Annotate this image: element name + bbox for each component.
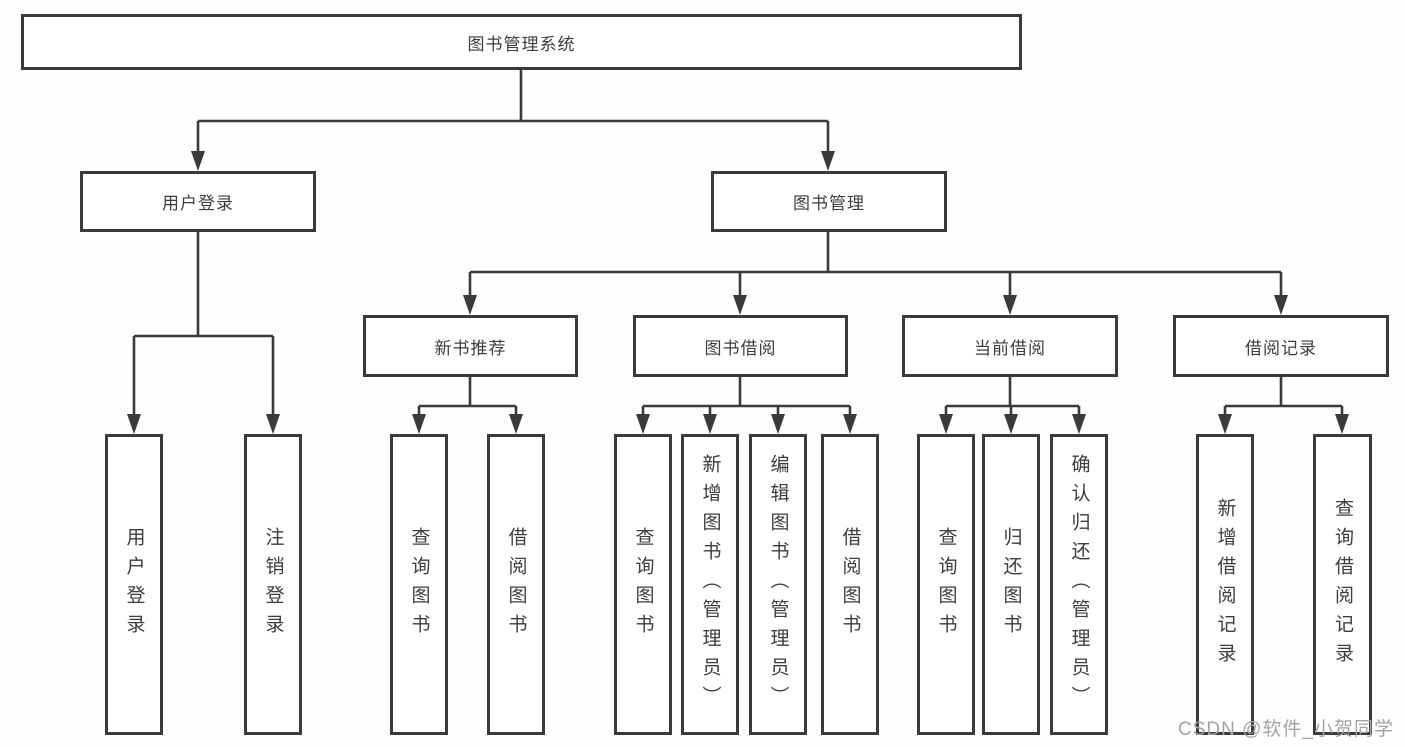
node-user-login-label: 用户登录 xyxy=(162,194,234,213)
node-cb-search-books-label: 查询图书 xyxy=(935,526,957,643)
arrow-down-icon xyxy=(843,414,857,434)
node-nbr-borrow-books: 借阅图书 xyxy=(487,434,545,735)
node-nbr-search-books-label: 查询图书 xyxy=(408,526,430,643)
node-root: 图书管理系统 xyxy=(21,14,1022,70)
node-current-borrowing: 当前借阅 xyxy=(902,315,1118,377)
node-book-management: 图书管理 xyxy=(711,171,947,232)
node-borrowing-records-label: 借阅记录 xyxy=(1245,338,1317,358)
arrow-down-icon xyxy=(191,151,205,171)
arrow-down-icon xyxy=(703,414,717,434)
node-nbr-search-books: 查询图书 xyxy=(390,434,448,735)
node-bb-edit-books-label: 编辑图书（管理员） xyxy=(767,454,789,715)
node-new-book-recommendation: 新书推荐 xyxy=(363,315,578,377)
arrow-down-icon xyxy=(733,295,747,315)
csdn-watermark: CSDN @软件_小贺同学 xyxy=(1178,719,1394,740)
node-new-book-recommendation-label: 新书推荐 xyxy=(434,338,507,358)
node-bb-add-books-label: 新增图书（管理员） xyxy=(699,454,721,715)
node-bb-add-books: 新增图书（管理员） xyxy=(681,434,739,735)
node-br-search-record-label: 查询借阅记录 xyxy=(1332,497,1353,672)
node-nbr-borrow-books-label: 借阅图书 xyxy=(505,526,527,643)
node-book-management-label: 图书管理 xyxy=(793,194,865,213)
arrow-down-icon xyxy=(939,414,953,434)
node-bb-search-books-label: 查询图书 xyxy=(632,526,654,643)
arrow-down-icon xyxy=(821,151,835,171)
arrow-down-icon xyxy=(266,414,280,434)
arrow-down-icon xyxy=(127,414,141,434)
node-user-login: 用户登录 xyxy=(80,171,316,232)
node-bb-borrow-books: 借阅图书 xyxy=(821,434,879,735)
node-logout-label: 注销登录 xyxy=(262,526,284,643)
node-current-borrowing-label: 当前借阅 xyxy=(974,338,1046,358)
arrow-down-icon xyxy=(1274,295,1288,315)
node-borrowing-records: 借阅记录 xyxy=(1173,315,1389,377)
arrow-down-icon xyxy=(1072,414,1086,434)
node-root-label: 图书管理系统 xyxy=(467,34,576,54)
arrow-down-icon xyxy=(771,414,785,434)
node-br-add-record: 新增借阅记录 xyxy=(1196,434,1254,735)
arrow-down-icon xyxy=(463,295,477,315)
node-br-add-record-label: 新增借阅记录 xyxy=(1214,497,1236,672)
node-book-borrowing: 图书借阅 xyxy=(633,315,848,377)
node-bb-borrow-books-label: 借阅图书 xyxy=(839,526,861,643)
arrow-down-icon xyxy=(509,414,523,434)
node-login: 用户登录 xyxy=(105,434,163,735)
arrow-down-icon xyxy=(1335,414,1349,434)
arrow-down-icon xyxy=(1004,414,1018,434)
node-book-borrowing-label: 图书借阅 xyxy=(704,338,777,358)
node-bb-edit-books: 编辑图书（管理员） xyxy=(749,434,807,735)
node-cb-confirm-return-label: 确认归还（管理员） xyxy=(1068,454,1090,715)
node-bb-search-books: 查询图书 xyxy=(614,434,672,735)
arrow-down-icon xyxy=(412,414,426,434)
node-cb-return-books: 归还图书 xyxy=(982,434,1040,735)
node-cb-return-books-label: 归还图书 xyxy=(1000,526,1022,643)
node-logout: 注销登录 xyxy=(244,434,302,735)
arrow-down-icon xyxy=(1218,414,1232,434)
node-br-search-record: 查询借阅记录 xyxy=(1313,434,1372,735)
node-login-label: 用户登录 xyxy=(123,526,145,643)
arrow-down-icon xyxy=(636,414,650,434)
arrow-down-icon xyxy=(1003,295,1017,315)
node-cb-search-books: 查询图书 xyxy=(917,434,975,735)
node-cb-confirm-return: 确认归还（管理员） xyxy=(1050,434,1108,735)
